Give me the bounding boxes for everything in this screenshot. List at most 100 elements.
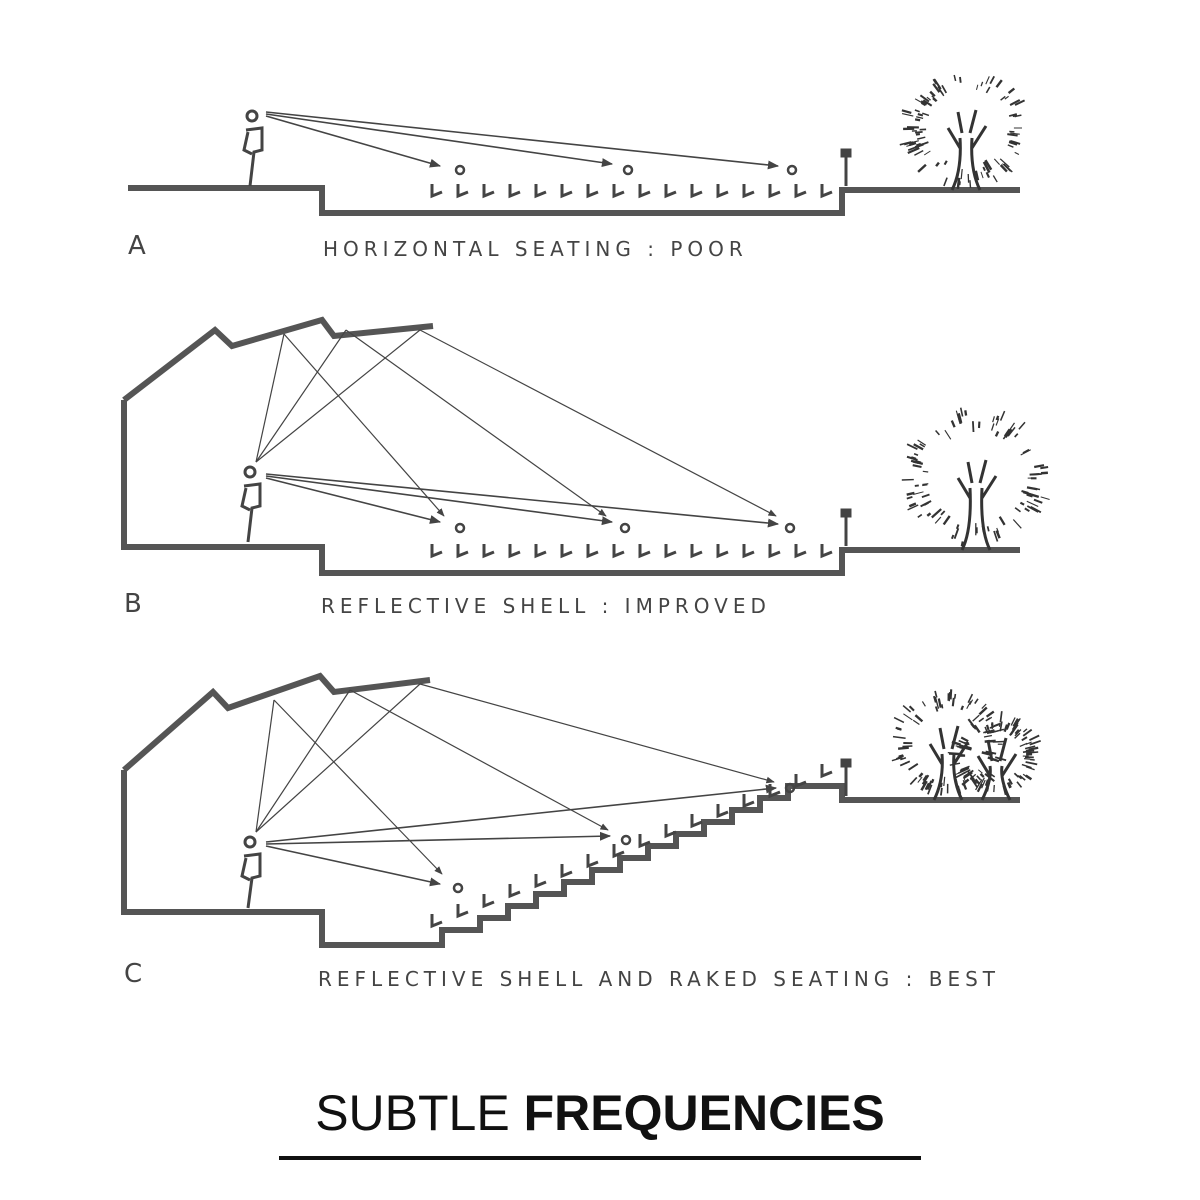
- foliage-stroke: [984, 159, 993, 171]
- foliage-stroke: [962, 771, 973, 780]
- panel-b-caption: REFLECTIVE SHELL : IMPROVED: [321, 594, 771, 618]
- foliage-stroke: [984, 729, 995, 734]
- foliage-stroke: [951, 740, 961, 746]
- seat-icon: [820, 764, 833, 779]
- foliage-stroke: [982, 166, 986, 172]
- foliage-stroke: [1007, 426, 1016, 437]
- seat-icon: [638, 544, 651, 559]
- foliage-stroke: [920, 780, 928, 791]
- foliage-stroke: [1000, 95, 1006, 101]
- foliage-stroke: [914, 484, 919, 487]
- foliage-stroke: [906, 491, 915, 496]
- foliage-stroke: [989, 75, 995, 85]
- foliage-stroke: [976, 84, 979, 91]
- panel-b-shell-and-ground: [121, 400, 1020, 576]
- foliage-stroke: [944, 429, 952, 440]
- foliage-stroke: [985, 710, 995, 718]
- seat-icon: [430, 184, 443, 199]
- foliage-stroke: [1018, 421, 1026, 430]
- foliage-stroke: [1010, 717, 1016, 726]
- foliage-stroke: [979, 773, 985, 778]
- foliage-stroke: [1029, 739, 1041, 746]
- panel-a-caption: HORIZONTAL SEATING : POOR: [323, 237, 748, 261]
- foliage-stroke: [1003, 724, 1009, 733]
- foliage-stroke: [1021, 736, 1028, 742]
- seat-icon: [586, 184, 599, 199]
- foliage-stroke: [1007, 133, 1018, 137]
- seat-icon: [742, 184, 755, 199]
- foliage-stroke: [1026, 486, 1038, 491]
- panel-b-reflective-shell: [122, 316, 434, 403]
- foliage-stroke: [940, 510, 946, 516]
- seat-icon: [794, 184, 807, 199]
- panel-c-caption: REFLECTIVE SHELL AND RAKED SEATING : BES…: [318, 967, 1000, 991]
- seat-icon: [586, 854, 599, 869]
- seat-icon: [612, 544, 625, 559]
- foliage-stroke: [926, 96, 931, 101]
- foliage-stroke: [992, 740, 1006, 743]
- foliage-stroke: [1014, 729, 1020, 735]
- foliage-stroke: [1020, 449, 1031, 456]
- tree-icon: [899, 74, 1026, 191]
- seat-icon: [664, 544, 677, 559]
- foliage-stroke: [972, 714, 980, 722]
- panel-b-letter: B: [124, 589, 142, 619]
- foliage-stroke: [977, 769, 983, 774]
- foliage-stroke: [984, 739, 996, 743]
- foliage-stroke: [960, 168, 963, 180]
- foliage-stroke: [1026, 493, 1033, 498]
- foliage-stroke: [982, 161, 991, 174]
- seat-icon: [482, 894, 495, 909]
- foliage-stroke: [941, 84, 948, 94]
- foliage-stroke: [1011, 725, 1016, 731]
- foliage-stroke: [922, 483, 929, 485]
- foliage-stroke: [960, 541, 964, 547]
- foliage-stroke: [967, 718, 977, 730]
- foliage-stroke: [1010, 132, 1020, 135]
- foliage-stroke: [932, 97, 937, 103]
- foliage-stroke: [1019, 774, 1026, 781]
- foliage-stroke: [922, 112, 930, 117]
- foliage-stroke: [969, 699, 974, 706]
- foliage-stroke: [969, 773, 977, 780]
- seat-icon: [690, 184, 703, 199]
- foliage-stroke: [1007, 422, 1015, 433]
- foliage-stroke: [1005, 722, 1011, 730]
- foliage-stroke: [953, 527, 960, 540]
- foliage-stroke: [1022, 728, 1028, 733]
- foliage-stroke: [902, 705, 912, 713]
- foliage-stroke: [1030, 505, 1042, 514]
- seat-icon: [742, 544, 755, 559]
- foliage-stroke: [930, 778, 935, 784]
- foliage-stroke: [950, 420, 956, 428]
- foliage-stroke: [1022, 728, 1033, 737]
- foliage-stroke: [994, 431, 1000, 437]
- foliage-stroke: [1019, 501, 1025, 506]
- foliage-stroke: [986, 526, 990, 532]
- seat-icon: [638, 184, 651, 199]
- foliage-stroke: [976, 783, 983, 793]
- foliage-stroke: [978, 706, 988, 716]
- foliage-stroke: [955, 410, 961, 422]
- foliage-stroke: [913, 443, 924, 451]
- foliage-stroke: [949, 689, 953, 700]
- foliage-stroke: [1026, 500, 1039, 507]
- foliage-stroke: [1022, 773, 1030, 779]
- foliage-stroke: [973, 724, 979, 731]
- foliage-stroke: [966, 701, 972, 710]
- trunk-stroke: [946, 109, 988, 191]
- foliage-stroke: [908, 502, 917, 508]
- foliage-stroke: [984, 726, 988, 733]
- foliage-stroke: [1007, 144, 1014, 148]
- foliage-stroke: [1033, 498, 1043, 504]
- foliage-stroke: [908, 705, 915, 712]
- title-bold-word: FREQUENCIES: [523, 1085, 885, 1141]
- foliage-stroke: [905, 760, 911, 765]
- foliage-stroke: [933, 78, 942, 90]
- seat-icon: [612, 184, 625, 199]
- foliage-stroke: [910, 456, 917, 460]
- foliage-stroke: [969, 180, 972, 189]
- foliage-stroke: [1008, 113, 1018, 117]
- foliage-stroke: [901, 109, 912, 114]
